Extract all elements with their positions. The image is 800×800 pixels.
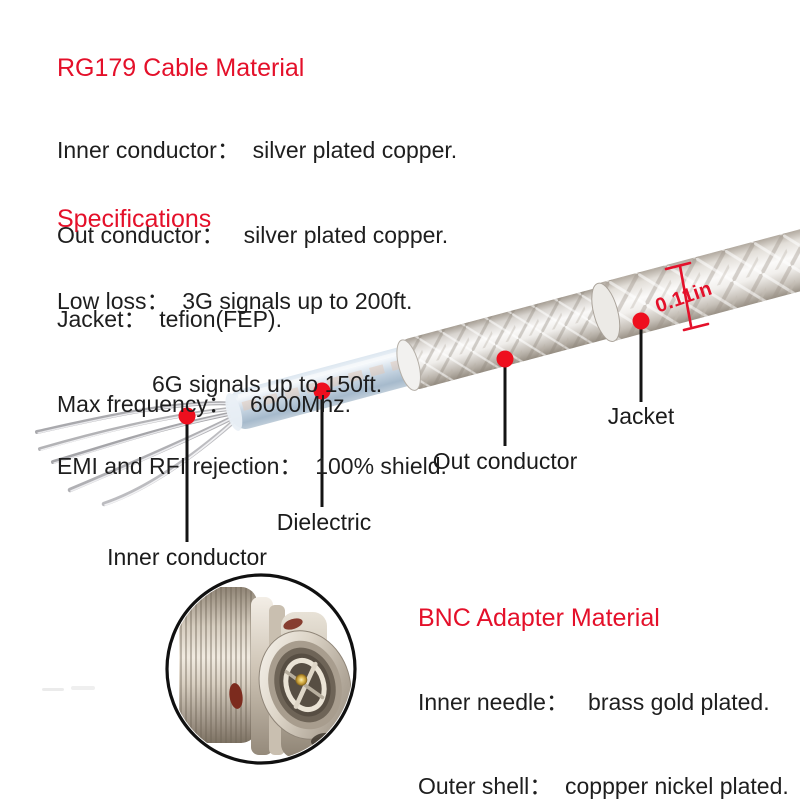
cable-material-line: Max frequency： 6000Mhz. (57, 390, 352, 417)
specifications-title: Specifications (57, 205, 212, 233)
bnc-front-face (258, 630, 352, 747)
label-dielectric: Dielectric (276, 509, 372, 535)
bnc-slot-left (229, 683, 243, 709)
inner-conductor-strands (35, 401, 243, 507)
bnc-gold-pin (295, 673, 308, 686)
bnc-outer-shell-line: Outer shell： coppper nickel plated. (418, 773, 789, 799)
cable-material-lines: Inner conductor： silver plated copper. O… (57, 81, 457, 473)
cable-material-line: Inner conductor： silver plated copper. (57, 137, 458, 163)
specifications-lines: Low loss： 3G signals up to 200ft. 6G sig… (57, 233, 447, 535)
bnc-material-lines: Inner needle： brass gold plated. Outer s… (418, 633, 789, 800)
label-out-conductor: Out conductor (432, 448, 578, 474)
dot-inner-conductor (178, 407, 196, 425)
dot-dielectric (313, 382, 331, 400)
spec-6g-line: 6G signals up to 150ft. (152, 370, 383, 397)
specifications-section: Specifications (57, 205, 211, 233)
dot-out-conductor (496, 350, 514, 368)
cable-material-title: RG179 Cable Material (57, 54, 305, 82)
bnc-connector-photo (165, 573, 357, 765)
out-conductor-segment (396, 287, 618, 391)
spec-low-loss-line: Low loss： 3G signals up to 200ft. (57, 288, 413, 314)
cable-material-section: RG179 Cable Material (57, 54, 304, 82)
bnc-inner-needle-line: Inner needle： brass gold plated. (418, 689, 770, 715)
bnc-slot-top (283, 618, 303, 630)
cable-material-line: Jacket： tefion(FEP). (57, 306, 282, 332)
label-inner-conductor: Inner conductor (107, 544, 267, 570)
dimension-marker (664, 261, 710, 332)
bnc-material-section: BNC Adapter Material (418, 604, 660, 632)
dot-jacket (632, 312, 650, 330)
faint-smudge (42, 686, 95, 691)
label-jacket: Jacket (607, 403, 675, 429)
callouts (178, 312, 650, 542)
bnc-material-title: BNC Adapter Material (418, 604, 660, 632)
cable-material-line: Out conductor： silver plated copper. (57, 221, 449, 248)
spec-emi-line: EMI and RFI rejection： 100% shield. (57, 453, 447, 479)
jacket-segment (591, 227, 800, 342)
